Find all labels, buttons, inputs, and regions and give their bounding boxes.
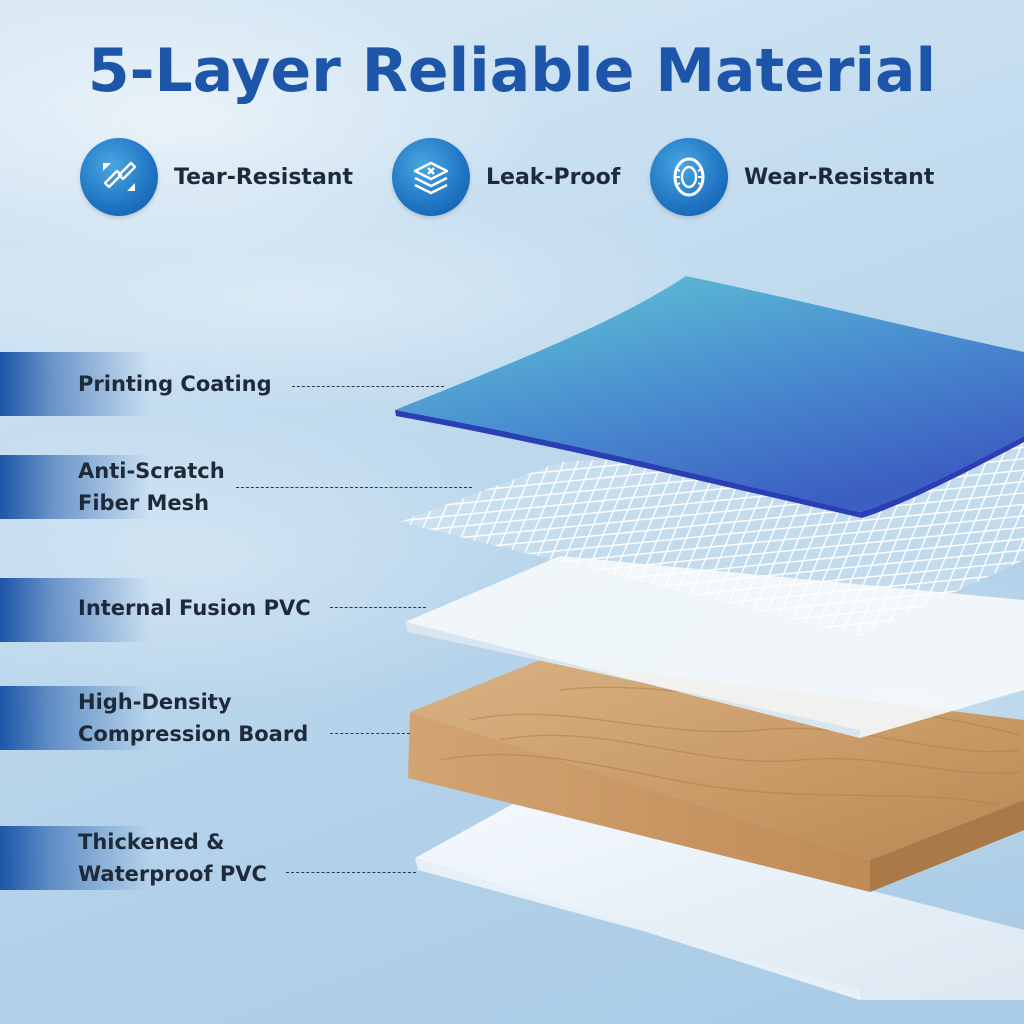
layer-label-fiber-mesh: Anti-Scratch Fiber Mesh <box>0 455 472 519</box>
label-tab <box>0 826 150 890</box>
layer-label-text-line1: Thickened & <box>78 830 225 854</box>
layer-label-waterproof-pvc: Thickened & Waterproof PVC <box>0 826 460 890</box>
leader-line <box>286 872 416 873</box>
layer-label-text-line2: Fiber Mesh <box>78 491 210 515</box>
layer-label-text: Printing Coating <box>78 372 272 396</box>
feature-label: Leak-Proof <box>486 164 621 190</box>
feature-label: Tear-Resistant <box>174 164 353 190</box>
feature-row: Tear-Resistant Leak-Proof <box>80 138 960 216</box>
feature-wear-resistant: Wear-Resistant <box>650 138 934 216</box>
layers-icon <box>392 138 470 216</box>
label-tab <box>0 686 150 750</box>
layer-label-text-line1: Anti-Scratch <box>78 459 225 483</box>
leader-line <box>236 487 472 488</box>
label-tab <box>0 352 150 416</box>
page-title: 5-Layer Reliable Material <box>87 36 937 106</box>
layer-label-text: Internal Fusion PVC <box>78 596 311 620</box>
feature-label: Wear-Resistant <box>744 164 935 190</box>
feature-leak-proof: Leak-Proof <box>392 138 620 216</box>
leader-line <box>330 733 410 734</box>
label-tab <box>0 455 150 519</box>
leader-line <box>292 386 444 387</box>
label-tab <box>0 578 150 642</box>
layer-waterproof-pvc <box>415 800 1024 1000</box>
layer-printing-coating <box>395 276 1024 518</box>
layer-label-text-line2: Waterproof PVC <box>78 862 267 886</box>
layer-label-text-line1: High-Density <box>78 690 232 714</box>
layer-label-text-line2: Compression Board <box>78 722 309 746</box>
tear-resistant-icon <box>80 138 158 216</box>
layer-label-fusion-pvc: Internal Fusion PVC <box>0 578 460 642</box>
leader-line <box>330 607 426 608</box>
tire-icon <box>650 138 728 216</box>
layer-label-compression-board: High-Density Compression Board <box>0 686 460 750</box>
layer-label-printing-coating: Printing Coating <box>0 352 460 416</box>
feature-tear-resistant: Tear-Resistant <box>80 138 353 216</box>
